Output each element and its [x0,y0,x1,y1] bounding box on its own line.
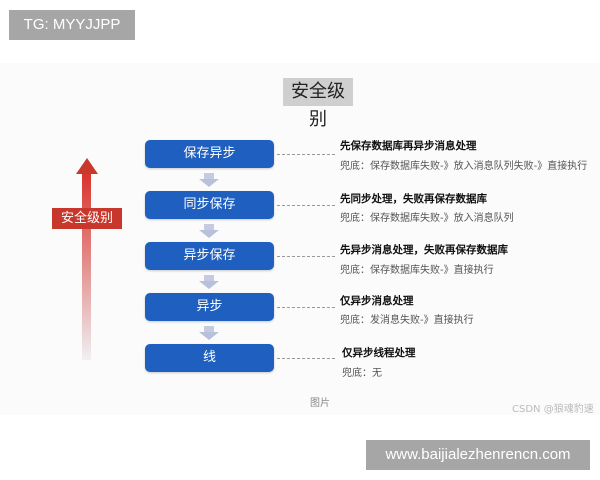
level-heading: 先同步处理，失败再保存数据库 [340,193,487,205]
level-fallback: 兜底：发消息失败-》直接执行 [340,315,474,326]
image-caption: 图片 [310,398,330,409]
arrow-down-icon [199,173,219,187]
level-box: 保存异步 [145,140,274,168]
connector-line [277,358,335,359]
level-heading: 先异步消息处理，失败再保存数据库 [340,244,508,256]
csdn-watermark: CSDN @狼魂豹速 [512,404,594,415]
level-fallback: 兜底：无 [342,368,382,379]
connector-line [277,205,335,206]
page-title: 安全级别 [283,78,353,130]
connector-line [277,154,335,155]
arrow-down-icon [199,275,219,289]
level-fallback: 兜底：保存数据库失败-》直接执行 [340,265,494,276]
arrow-down-icon [199,224,219,238]
arrow-down-icon [199,326,219,340]
level-heading: 仅异步线程处理 [342,347,416,359]
arrow-up-icon [76,158,98,174]
tg-label: TG: MYYJJPP [9,10,135,40]
level-box: 线 [145,344,274,372]
level-heading: 仅异步消息处理 [340,295,414,307]
site-watermark: www.baijialezhenrencn.com [366,440,590,470]
level-box: 同步保存 [145,191,274,219]
connector-line [277,256,335,257]
level-arrow-shaft [82,172,91,360]
level-box: 异步保存 [145,242,274,270]
level-heading: 先保存数据库再异步消息处理 [340,140,477,152]
level-box: 异步 [145,293,274,321]
connector-line [277,307,335,308]
security-level-label: 安全级别 [52,208,122,229]
level-fallback: 兜底：保存数据库失败-》放入消息队列失败-》直接执行 [340,161,588,172]
diagram-panel [0,63,600,415]
level-fallback: 兜底：保存数据库失败-》放入消息队列 [340,213,514,224]
